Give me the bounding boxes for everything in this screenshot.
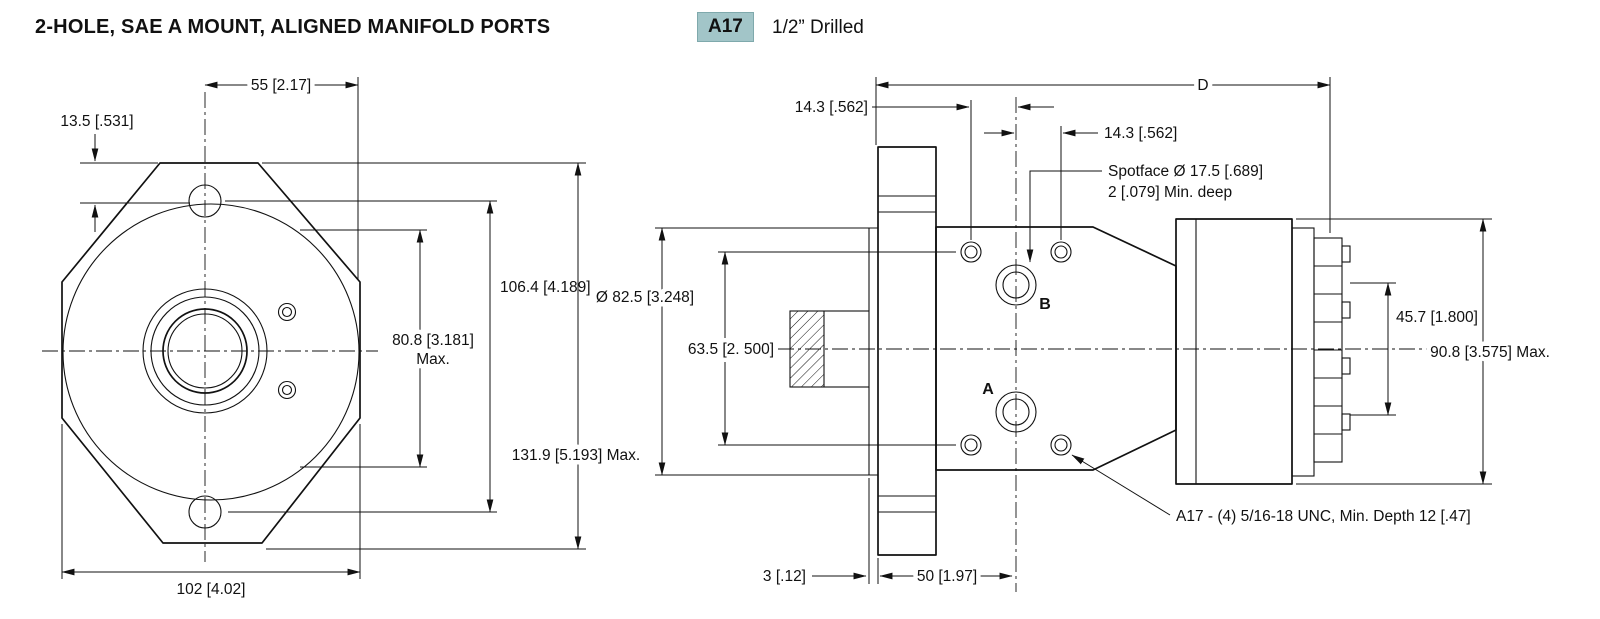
dim-pilot-diameter: Ø 82.5 [3.248] bbox=[596, 289, 694, 306]
port-a-label: A bbox=[982, 381, 994, 398]
spotface-note-line1: Spotface Ø 17.5 [.689] bbox=[1108, 163, 1263, 180]
dim-overall-height: 131.9 [5.193] Max. bbox=[512, 447, 640, 464]
side-view bbox=[778, 97, 1505, 592]
mount-flange bbox=[877, 146, 937, 556]
dim-bottom-width: 102 [4.02] bbox=[177, 581, 246, 598]
dim-valve-height: 45.7 [1.800] bbox=[1396, 309, 1478, 326]
thread-note: A17 - (4) 5/16-18 UNC, Min. Depth 12 [.4… bbox=[1176, 508, 1471, 525]
drawing-subtitle: 1/2” Drilled bbox=[772, 17, 864, 38]
manifold-port-holes bbox=[277, 302, 297, 400]
front-view bbox=[42, 92, 378, 562]
drawing-title: 2-HOLE, SAE A MOUNT, ALIGNED MANIFOLD PO… bbox=[35, 16, 551, 38]
dim-hole-spacing: 106.4 [4.189] bbox=[500, 279, 591, 296]
dim-bolt-spacing: 63.5 [2. 500] bbox=[688, 341, 774, 358]
pilot-boss bbox=[868, 227, 878, 476]
dim-boss-width: 80.8 [3.181] bbox=[392, 332, 474, 349]
dim-pilot-depth: 3 [.12] bbox=[763, 568, 806, 585]
dim-hole-offset: 13.5 [.531] bbox=[60, 113, 133, 130]
dim-boss-width-suffix: Max. bbox=[416, 351, 450, 368]
side-view-dimensions: D 14.3 [.562] 14.3 [.562] Spotface Ø 17.… bbox=[591, 73, 1554, 590]
flange-ear-hole-lines bbox=[878, 195, 936, 513]
option-code-badge: A17 bbox=[697, 12, 754, 42]
dim-port-offset-left: 14.3 [.562] bbox=[795, 99, 868, 116]
dim-top-width: 55 [2.17] bbox=[251, 77, 311, 94]
motor-end-cap bbox=[1175, 218, 1293, 485]
flange-outline bbox=[61, 162, 361, 544]
port-housing bbox=[935, 226, 1177, 471]
bolt-stack bbox=[1313, 237, 1351, 463]
end-cap-step bbox=[1291, 227, 1315, 477]
pilot-circle bbox=[62, 203, 360, 501]
output-shaft bbox=[789, 310, 870, 388]
dim-overall-length: D bbox=[1197, 77, 1208, 94]
spotface-note-line2: 2 [.079] Min. deep bbox=[1108, 184, 1232, 201]
port-b-label: B bbox=[1039, 296, 1051, 313]
dim-body-height: 90.8 [3.575] Max. bbox=[1430, 344, 1550, 361]
dim-port-offset-right: 14.3 [.562] bbox=[1104, 125, 1177, 142]
dim-face-to-port: 50 [1.97] bbox=[917, 568, 977, 585]
manifold-bolt-holes bbox=[960, 241, 1072, 456]
front-view-dimensions: 55 [2.17] 13.5 [.531] 106.4 [4.189] 80.8… bbox=[56, 73, 645, 599]
